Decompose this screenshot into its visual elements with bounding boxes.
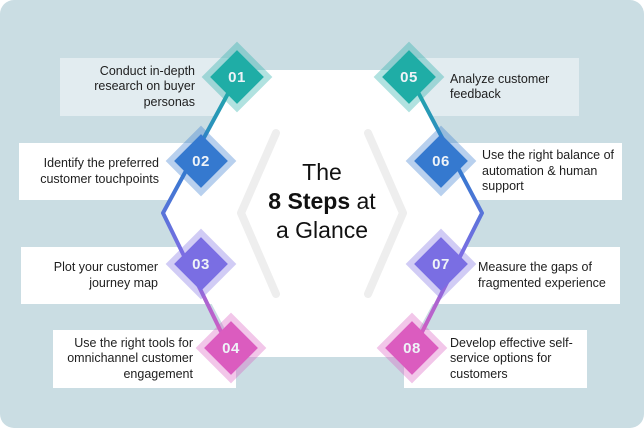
step-text-07: Measure the gaps of fragmented experienc…: [478, 260, 606, 290]
step-card-08: Develop effective self-service options f…: [450, 330, 585, 388]
title-line-2: 8 Steps at: [237, 187, 407, 216]
step-card-02: Identify the preferred customer touchpoi…: [19, 143, 159, 200]
step-badge-01: 01: [201, 41, 273, 113]
step-number-07: 07: [432, 255, 450, 273]
step-number-02: 02: [192, 152, 210, 170]
step-card-05: Analyze customer feedback: [450, 58, 575, 116]
step-number-01: 01: [228, 68, 246, 86]
step-number-04: 04: [222, 339, 240, 357]
step-badge-06: 06: [405, 125, 477, 197]
step-badge-02: 02: [165, 125, 237, 197]
diagram-title: The 8 Steps at a Glance: [237, 158, 407, 245]
right-chevron-decoration: [364, 129, 407, 298]
step-text-01: Conduct in-depth research on buyer perso…: [94, 63, 195, 109]
card-bg-01: [60, 58, 245, 116]
step-card-03: Plot your customer journey map: [21, 247, 158, 304]
step-text-06: Use the right balance of automation & hu…: [482, 148, 615, 194]
left-connector-line: [161, 76, 239, 349]
title-line-2-rest: at: [350, 188, 376, 214]
step-card-01: Conduct in-depth research on buyer perso…: [60, 58, 195, 116]
step-badge-03: 03: [165, 228, 237, 300]
title-bold: 8 Steps: [268, 188, 351, 214]
card-bg-08: [404, 330, 587, 388]
step-number-05: 05: [400, 68, 418, 86]
card-bg-05: [400, 58, 579, 116]
step-badge-08: 08: [376, 312, 448, 384]
step-text-08: Develop effective self-service options f…: [450, 335, 573, 381]
right-connector-line: [408, 76, 484, 349]
step-number-08: 08: [403, 339, 421, 357]
step-number-06: 06: [432, 152, 450, 170]
step-badge-05: 05: [373, 41, 445, 113]
step-badge-04: 04: [195, 312, 267, 384]
left-chevron-decoration: [237, 129, 280, 298]
step-number-03: 03: [192, 255, 210, 273]
title-line-3: a Glance: [275, 217, 369, 243]
step-card-04: Use the right tools for omnichannel cust…: [53, 330, 193, 388]
central-hexagon: [163, 70, 482, 357]
step-text-02: Identify the preferred customer touchpoi…: [40, 156, 159, 186]
step-text-04: Use the right tools for omnichannel cust…: [67, 335, 193, 381]
title-line-1: The: [302, 159, 342, 185]
step-badge-07: 07: [405, 228, 477, 300]
step-text-05: Analyze customer feedback: [450, 71, 550, 102]
step-card-07: Measure the gaps of fragmented experienc…: [478, 247, 618, 304]
card-bg-04: [53, 330, 236, 388]
step-card-06: Use the right balance of automation & hu…: [482, 143, 622, 200]
step-text-03: Plot your customer journey map: [53, 260, 158, 290]
